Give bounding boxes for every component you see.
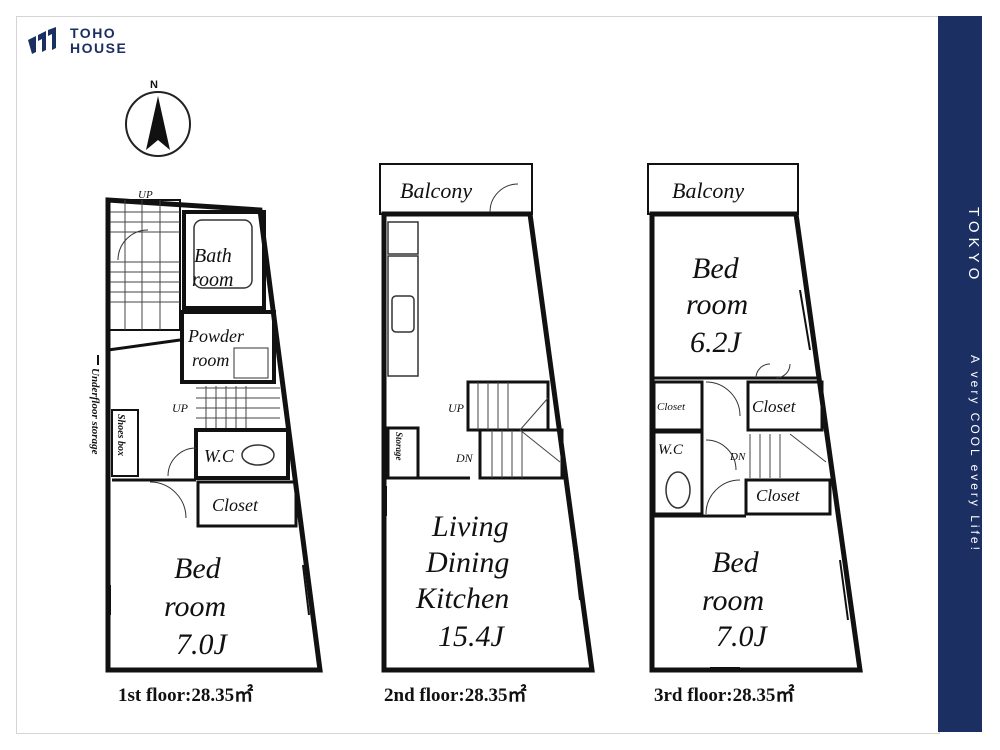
floor-3-closet-bottom-label: Closet	[756, 486, 801, 505]
floor-3-closet-bottom	[744, 478, 832, 516]
floor-3-bed-b-line1: Bed	[712, 546, 760, 579]
toilet	[241, 444, 275, 466]
entry-stair-steps	[110, 200, 180, 330]
floor-3-plan: Balcony Bed room 6.2J Closet Closet W.C …	[647, 163, 863, 673]
closet-1	[196, 480, 298, 528]
hall-partition	[107, 338, 181, 352]
floor-3-bed-b-line3: 7.0J	[716, 620, 769, 653]
floor-3-wc-wall	[652, 430, 704, 516]
bathroom-wall	[182, 210, 266, 310]
brand-mark-icon	[28, 27, 56, 54]
floor-2-outer-wall	[381, 211, 595, 673]
floor-3-balcony-label: Balcony	[672, 178, 744, 203]
floor-2-caption: 2nd floor:28.35㎡	[384, 683, 527, 706]
floor-2-storage-label: Storage	[394, 432, 404, 461]
shoes-box	[111, 409, 139, 477]
bathtub	[193, 219, 253, 289]
floor-1-powder-line1: Powder	[187, 326, 245, 346]
kitchen-counter	[387, 255, 419, 377]
floor-1-shoes-box: Shoes box	[115, 414, 126, 456]
floor-3-wc-label: W.C	[658, 442, 684, 458]
floor-3-bed-a-line3: 6.2J	[690, 326, 743, 359]
north-arrow-icon	[146, 96, 170, 150]
brand-logo: TOHO HOUSE	[26, 26, 127, 56]
floor-3-closet-left	[652, 380, 704, 432]
powder-room-wall	[180, 310, 276, 384]
floor-3-closet-right	[746, 380, 824, 432]
floor-1-bed-line1: Bed	[174, 552, 222, 585]
floor-1-outer-wall	[105, 197, 323, 673]
brand-line1: TOHO	[70, 25, 117, 41]
entry-stair-area	[107, 199, 181, 331]
floor-plans: N	[89, 79, 863, 706]
wc-door-swing	[167, 447, 197, 477]
floor-1-bed-line2: room	[164, 590, 226, 623]
floor-2-ldk-line4: 15.4J	[438, 620, 506, 653]
floor-3-closet-left-label: Closet	[657, 401, 686, 413]
floor-2-dn: DN	[455, 451, 474, 465]
floor-3-bed-b-line2: room	[702, 584, 764, 617]
floor-3-closet-door-swing	[755, 363, 791, 379]
floor-2-stair-steps	[477, 382, 561, 478]
floor-2-windows	[385, 267, 581, 601]
floor-1-wc: W.C	[204, 446, 235, 466]
floor-1-caption: 1st floor:28.35㎡	[118, 683, 253, 706]
floor-1-closet: Closet	[212, 495, 259, 515]
compass: N	[125, 79, 191, 157]
bedroom-door-swing	[149, 481, 187, 519]
brand-line2: HOUSE	[70, 40, 128, 56]
balcony-door-swing	[489, 183, 519, 213]
floor-1-up-top: UP	[138, 189, 153, 201]
compass-ring	[125, 91, 191, 157]
floor-2-up: UP	[448, 401, 465, 415]
floor-1-bed-line3: 7.0J	[176, 628, 229, 661]
floor-1-up-stair: UP	[172, 401, 189, 415]
floor-1-plan: UP Bath room Powder room Underfloor stor…	[89, 189, 323, 673]
floor-3-caption: 3rd floor:28.35㎡	[654, 683, 794, 706]
floor-3-dn: DN	[729, 451, 746, 463]
floor-3-bedroom-door-swing	[705, 479, 741, 515]
floor-2-ldk-line1: Living	[431, 510, 509, 543]
floor-3-stair-steps	[749, 433, 827, 478]
floor-3-door-swing	[705, 381, 741, 417]
sidebar-title: TOKYO	[965, 207, 982, 285]
floor-3-bed-a-line1: Bed	[692, 252, 740, 285]
entry-door-swing	[117, 229, 149, 261]
stove-icon	[387, 221, 419, 255]
compass-label: N	[150, 79, 158, 91]
floor-1-stairs	[196, 386, 280, 428]
floor-2-ldk-line3: Kitchen	[415, 582, 509, 615]
floor-1-powder-line2: room	[192, 350, 229, 370]
floor-1-windows	[97, 355, 310, 616]
sink-icon	[391, 295, 415, 333]
floor-1-underfloor-storage: Underfloor storage	[89, 368, 101, 455]
floor-3-windows	[710, 289, 849, 669]
floor-3-closet-right-label: Closet	[752, 397, 797, 416]
floor-2-stair-lower	[478, 428, 564, 480]
floor-3-outer-wall	[649, 211, 863, 673]
floor-3-bed-a-line2: room	[686, 288, 748, 321]
washing-machine	[233, 347, 269, 379]
floor-1-bath-line1: Bath	[194, 245, 232, 267]
floor-1-bath-line2: room	[192, 269, 233, 291]
floor-3-wc-door-swing	[705, 439, 737, 471]
floor-2-plan: Balcony UP DN Storage Living Dining Kitc…	[379, 163, 595, 673]
floor-2-ldk-line2: Dining	[425, 546, 509, 579]
sidebar-tagline: A very COOL every Life!	[968, 355, 982, 553]
wc-wall	[194, 428, 290, 480]
floor-3-toilet	[665, 471, 691, 509]
floor-2-balcony-label: Balcony	[400, 178, 472, 203]
floorplan-frame	[16, 16, 940, 734]
sidebar	[938, 16, 982, 732]
